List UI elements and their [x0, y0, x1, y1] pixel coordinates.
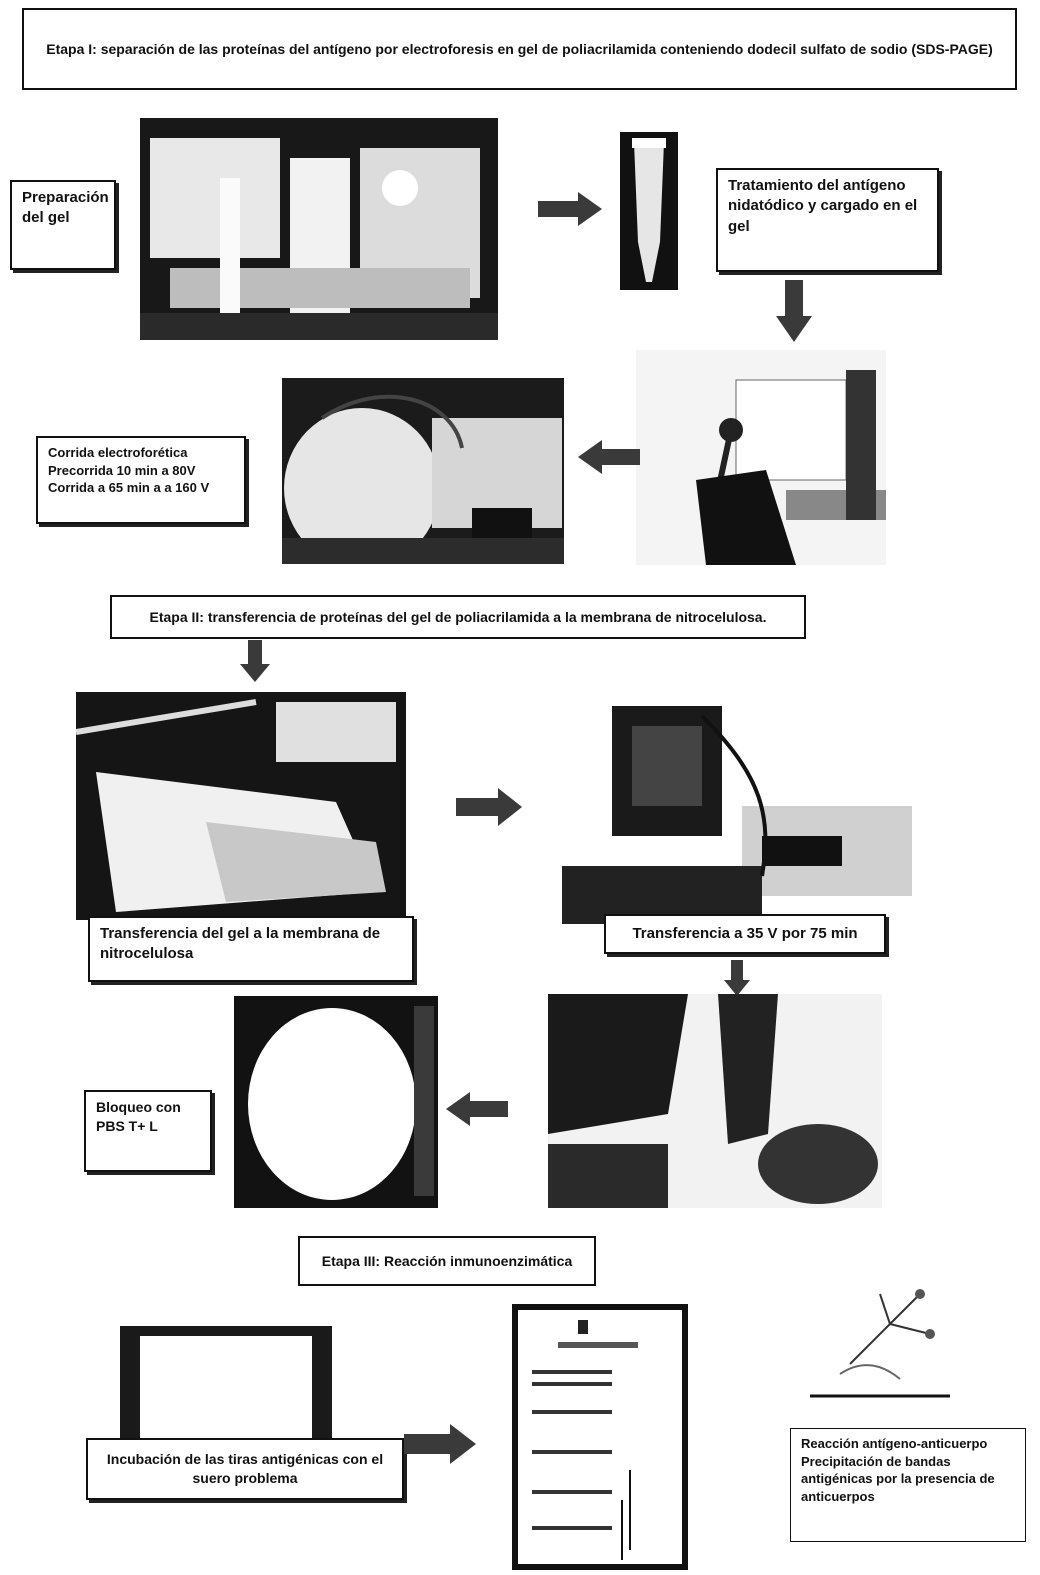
gel-preparation-photo: [140, 118, 498, 340]
stage3-title-box: Etapa III: Reacción inmunoenzimática: [298, 1236, 596, 1286]
run-line-2: Precorrida 10 min a 80V: [48, 462, 234, 480]
electrophoresis-photo: [282, 378, 564, 564]
tube-photo: [620, 132, 678, 290]
transfer-gel-photo: [76, 692, 406, 920]
gel-prep-label: Preparación del gel: [22, 189, 109, 226]
stage1-title-box: Etapa I: separación de las proteínas del…: [22, 8, 1017, 90]
reaction-label: Reacción antígeno-anticuerpo Precipitaci…: [801, 1436, 995, 1504]
run-line-3: Corrida a 65 min a a 160 V: [48, 479, 234, 497]
block-arrow-icon: [776, 280, 812, 342]
run-line-1: Corrida electroforética: [48, 444, 234, 462]
stage1-title: Etapa I: separación de las proteínas del…: [46, 40, 993, 59]
block-arrow-icon: [456, 788, 522, 826]
transfer-apparatus-photo: [562, 696, 914, 924]
membrane-photo: [234, 996, 438, 1208]
gel-loading-photo: [636, 350, 886, 565]
blocking-box: Bloqueo con PBS T+ L: [84, 1090, 212, 1172]
block-arrow-icon: [404, 1424, 476, 1464]
transfer-gel-label: Transferencia del gel a la membrana de n…: [100, 925, 380, 962]
stage2-title-box: Etapa II: transferencia de proteínas del…: [110, 595, 806, 639]
block-arrow-icon: [724, 960, 750, 996]
transfer-run-box: Transferencia a 35 V por 75 min: [604, 914, 886, 954]
transfer-run-label: Transferencia a 35 V por 75 min: [632, 924, 857, 944]
antigen-strips-sheet: [512, 1304, 688, 1570]
gel-prep-label-box: Preparación del gel: [10, 180, 116, 270]
electrophoresis-run-box: Corrida electroforética Precorrida 10 mi…: [36, 436, 246, 524]
antibody-sketch: [810, 1274, 978, 1404]
block-arrow-icon: [446, 1092, 508, 1126]
stage2-title: Etapa II: transferencia de proteínas del…: [150, 608, 767, 627]
transfer-gel-box: Transferencia del gel a la membrana de n…: [88, 916, 414, 982]
incubation-label: Incubación de las tiras antigénicas con …: [98, 1450, 392, 1488]
antigen-treatment-box: Tratamiento del antígeno nidatódico y ca…: [716, 168, 939, 272]
stage3-title: Etapa III: Reacción inmunoenzimática: [322, 1252, 573, 1271]
incubation-box: Incubación de las tiras antigénicas con …: [86, 1438, 404, 1500]
blocking-hands-photo: [548, 994, 882, 1208]
block-arrow-icon: [240, 640, 270, 682]
antigen-treatment-label: Tratamiento del antígeno nidatódico y ca…: [728, 177, 917, 235]
reaction-box: Reacción antígeno-anticuerpo Precipitaci…: [790, 1428, 1026, 1542]
block-arrow-icon: [538, 192, 602, 226]
block-arrow-icon: [578, 440, 640, 474]
blocking-label: Bloqueo con PBS T+ L: [96, 1099, 181, 1134]
